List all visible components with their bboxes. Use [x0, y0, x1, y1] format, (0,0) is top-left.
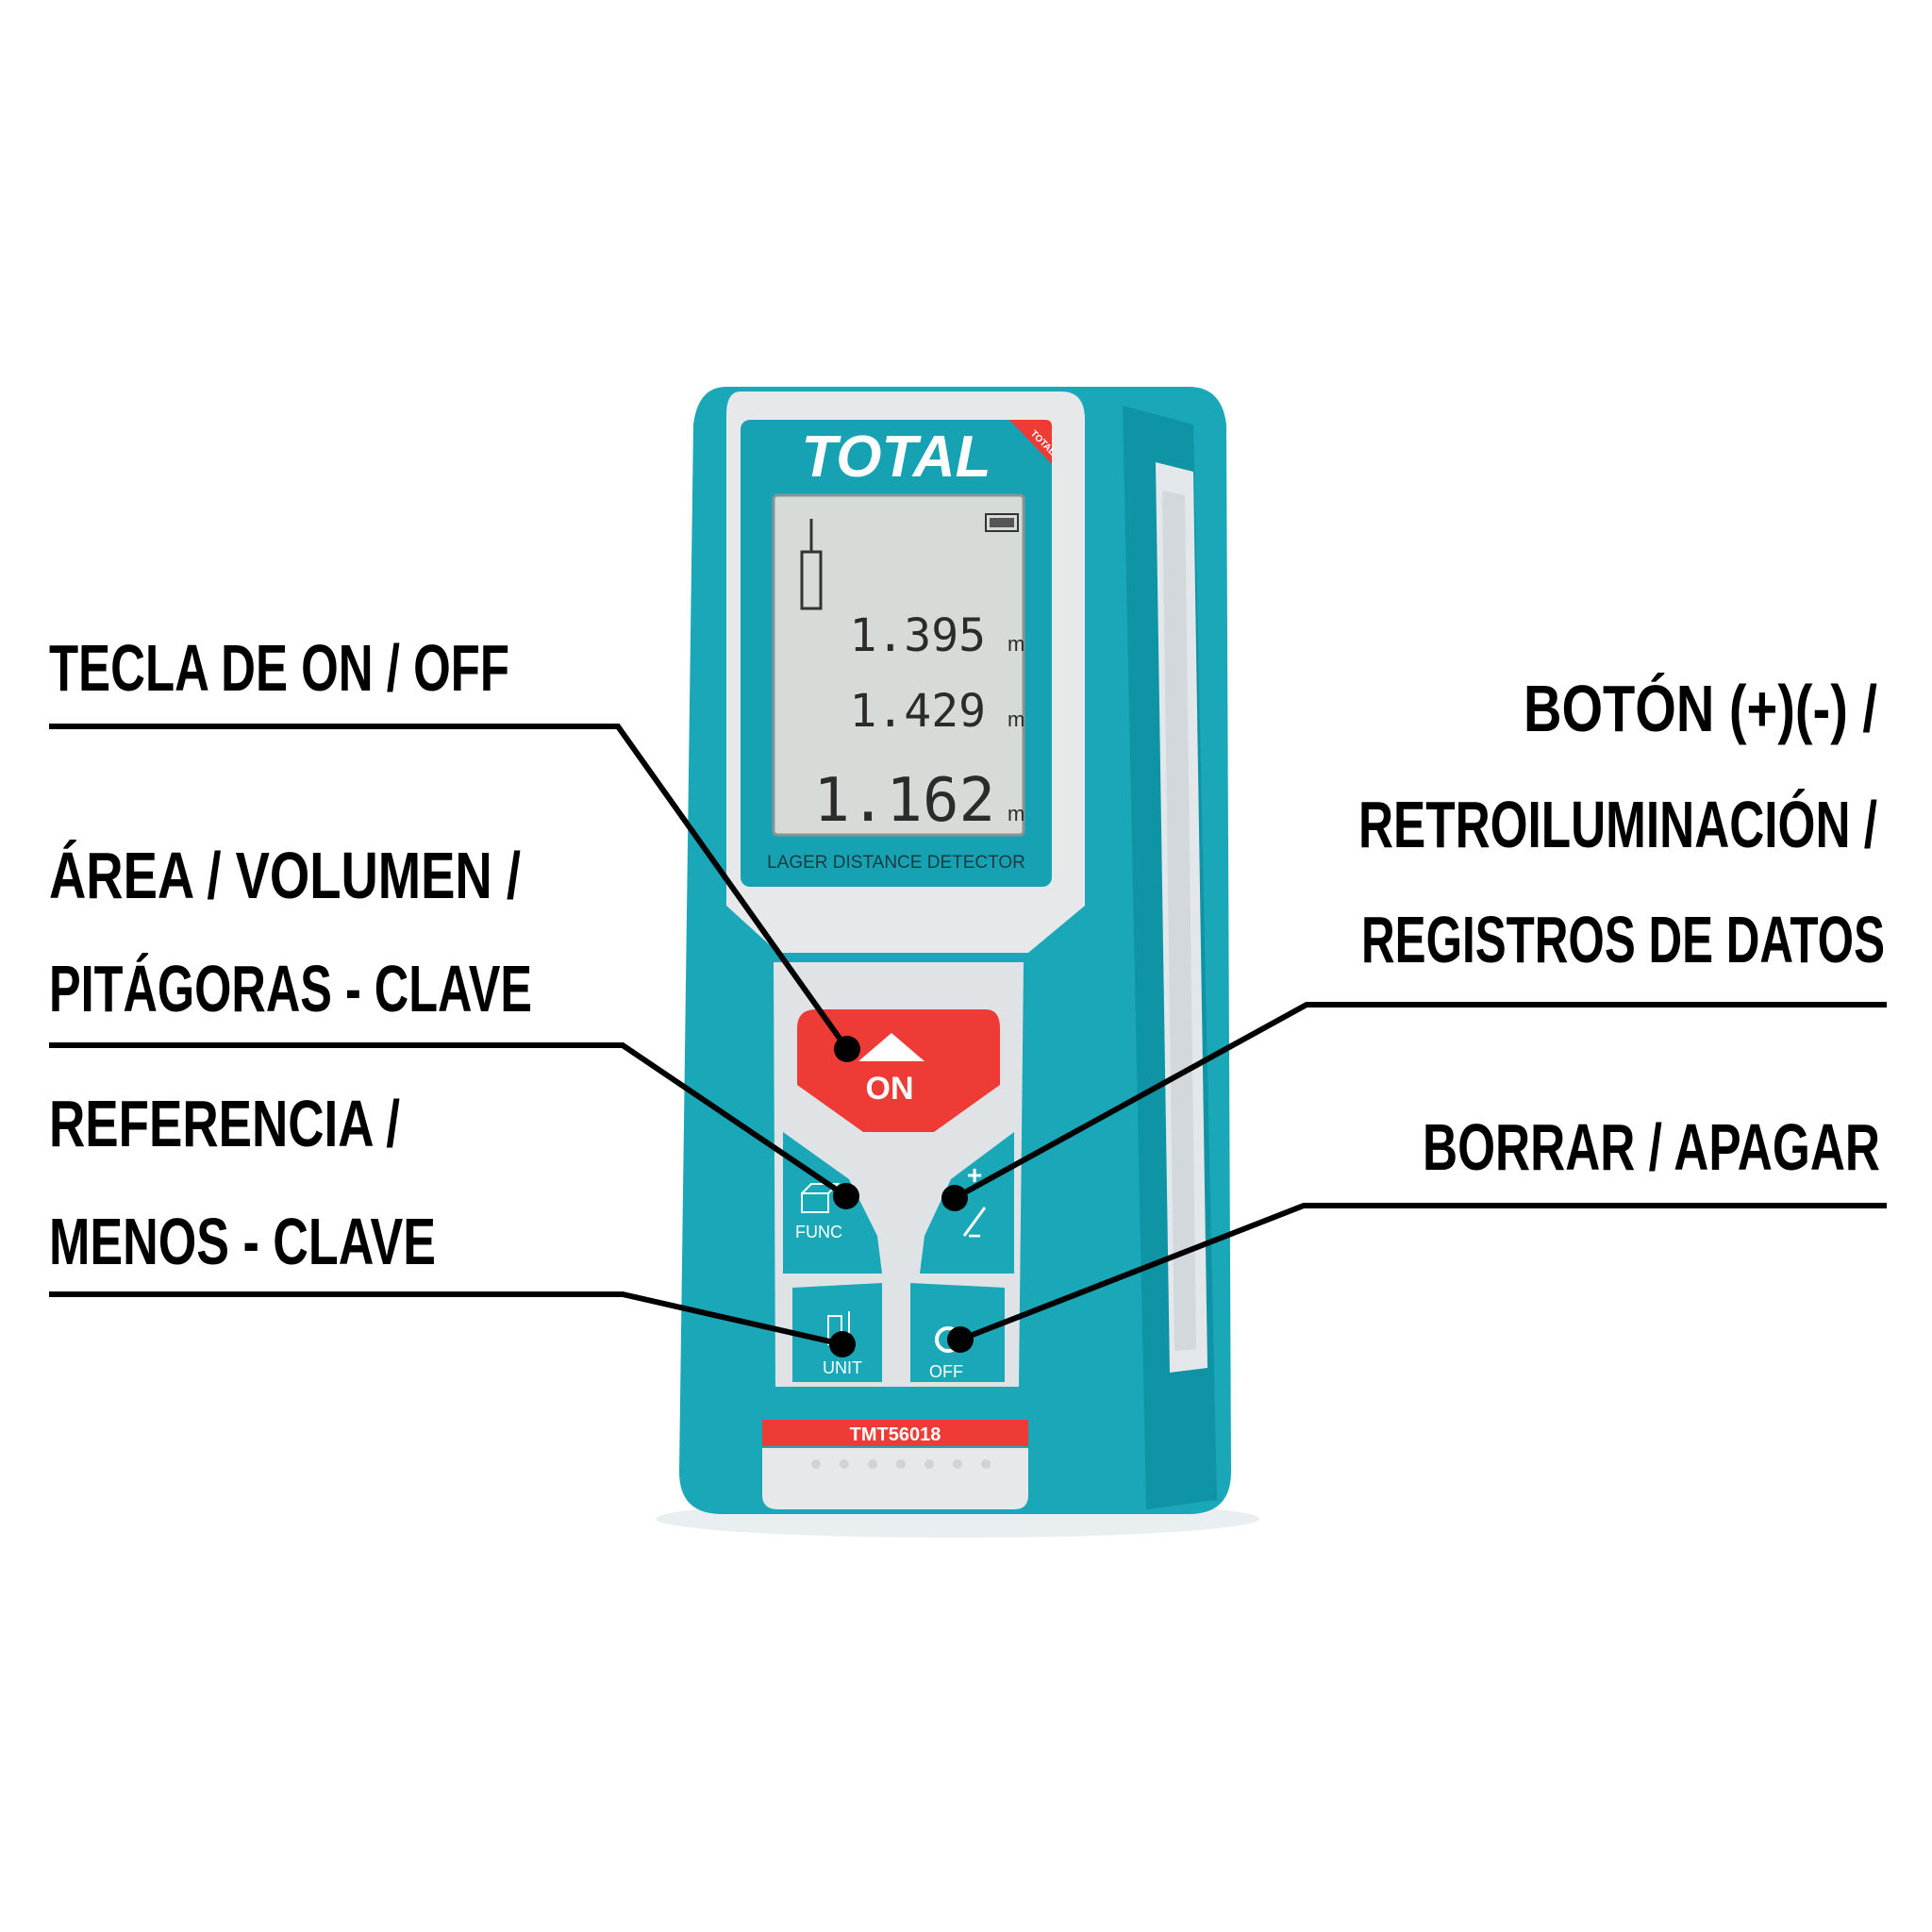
- minus-label: −: [968, 1224, 981, 1249]
- callout-area-line1: ÁREA / VOLUMEN /: [49, 839, 521, 912]
- reference-indicator-icon: [800, 519, 823, 610]
- unit-button-label: UNIT: [823, 1358, 862, 1377]
- callout-lines: [49, 724, 1887, 1357]
- slash-icon: [962, 1207, 987, 1237]
- callout-reference-line1: REFERENCIA /: [49, 1087, 400, 1160]
- model-number: TMT56018: [850, 1424, 941, 1445]
- product-label: LAGER DISTANCE DETECTOR: [767, 853, 1025, 873]
- callout-plus-minus-line3: REGISTROS DE DATOS: [1361, 903, 1885, 976]
- callout-labels: TECLA DE ON / OFF ÁREA / VOLUMEN / PITÁG…: [49, 631, 1885, 1278]
- callout-plus-minus-line1: BOTÓN (+)(-) /: [1524, 672, 1877, 745]
- reading-2-unit: m: [1008, 708, 1024, 731]
- brand-logo: TOTAL: [802, 425, 991, 490]
- reading-3-value: 1.162: [813, 766, 995, 836]
- reading-3-unit: m: [1008, 802, 1024, 825]
- battery-icon: [985, 513, 1019, 532]
- lcd-screen: [772, 493, 1025, 837]
- on-button-label: ON: [866, 1071, 914, 1107]
- callout-area-line2: PITÁGORAS - CLAVE: [49, 952, 532, 1025]
- func-button-label: FUNC: [795, 1223, 842, 1241]
- grip-dots: [811, 1459, 991, 1469]
- callout-reference-line2: MENOS - CLAVE: [49, 1205, 436, 1278]
- callout-on-off: TECLA DE ON / OFF: [49, 631, 509, 705]
- callout-plus-minus-line2: RETROILUMINACIÓN /: [1358, 788, 1877, 861]
- laser-distance-meter: TOTAL TOTAL 1.395 m 1.429 m 1.162 m LAGE…: [656, 387, 1259, 1538]
- reading-1-unit: m: [1008, 632, 1024, 656]
- reading-2-value: 1.429: [850, 685, 987, 738]
- up-arrow-icon: [858, 1033, 924, 1061]
- callout-clear: BORRAR / APAGAR: [1423, 1110, 1880, 1184]
- off-button-label: OFF: [929, 1362, 963, 1381]
- reading-1-value: 1.395: [850, 609, 987, 662]
